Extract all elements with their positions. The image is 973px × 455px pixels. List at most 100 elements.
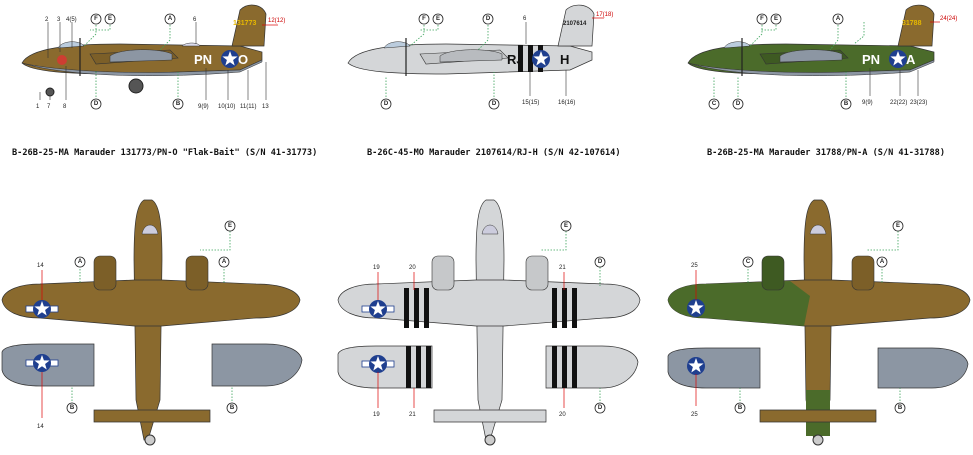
badge-b: B [734, 402, 746, 414]
planform-left: 14 14 E A A B B [1, 199, 303, 446]
badge-e: E [892, 220, 904, 232]
badge-d: D [732, 98, 744, 110]
badge-d: D [90, 98, 102, 110]
badge-f: F [90, 13, 102, 25]
planform-middle: 19 20 21 19 21 20 E D D [337, 199, 641, 446]
caption-right: B-26B-25-MA Marauder 31788/PN-A (S/N 41-… [707, 148, 945, 158]
badge-d: D [594, 256, 606, 268]
svg-text:A: A [78, 259, 83, 265]
badge-e: E [224, 220, 236, 232]
svg-text:B: B [898, 405, 903, 411]
svg-text:6: 6 [523, 16, 527, 22]
svg-text:F: F [94, 16, 98, 22]
planform-left-wing [1, 279, 301, 327]
badge-f: F [418, 13, 430, 25]
badge-a: A [218, 256, 230, 268]
profile-left-code-right: O [238, 52, 248, 67]
svg-text:D: D [598, 405, 603, 411]
badge-b: B [66, 402, 78, 414]
badge-a: A [74, 256, 86, 268]
caption-middle: B-26C-45-MO Marauder 2107614/RJ-H (S/N 4… [367, 148, 621, 158]
svg-text:6: 6 [193, 17, 197, 23]
profile-left-callouts: 1 2 3 4(5) 6 7 8 9(9) 10(10) 11(11) 12(1… [36, 17, 285, 110]
svg-text:15(15): 15(15) [522, 100, 539, 106]
svg-text:21: 21 [559, 265, 566, 271]
svg-text:E: E [228, 223, 232, 229]
profile-right-code-right: A [906, 52, 916, 67]
planform-right-underside-insignia [687, 357, 705, 375]
svg-text:3: 3 [57, 17, 61, 23]
profile-right-code-left: PN [862, 52, 880, 67]
svg-text:20: 20 [409, 265, 416, 271]
planform-left-callout-lines [41, 228, 233, 418]
svg-text:12(12): 12(12) [268, 18, 285, 24]
badge-f: F [756, 13, 768, 25]
badge-a: A [832, 13, 844, 25]
caption-left: B-26B-25-MA Marauder 131773/PN-O "Flak-B… [12, 148, 318, 158]
badge-b: B [840, 98, 852, 110]
svg-text:4(5): 4(5) [66, 17, 77, 23]
svg-text:B: B [844, 101, 849, 107]
profile-left-tail-fin [231, 4, 267, 47]
planform-right-underside-wing-right [877, 347, 969, 389]
badge-e: E [432, 13, 444, 25]
profile-right-insignia [889, 50, 907, 68]
profile-left-badges: F E A D B [90, 13, 184, 110]
badge-d: D [482, 13, 494, 25]
planform-right-callouts: 25 25 [691, 263, 698, 418]
profile-left-code-left: PN [194, 52, 212, 67]
svg-text:B: B [70, 405, 75, 411]
profile-middle-callouts: 6 15(15) 16(16) 17(18) [522, 12, 613, 106]
profile-right-callout-lines [713, 21, 940, 100]
profile-middle-callout-lines [385, 17, 604, 100]
svg-text:C: C [746, 259, 751, 265]
badge-d: D [488, 98, 500, 110]
svg-text:D: D [736, 101, 741, 107]
profile-middle-tail-fin [557, 4, 595, 47]
profile-right: 31788 PN A 9(9) 22(22) 23(23) 24(24) [687, 4, 957, 110]
badge-e: E [104, 13, 116, 25]
planform-right-callout-lines [695, 228, 901, 406]
svg-text:E: E [108, 16, 112, 22]
svg-text:C: C [712, 101, 717, 107]
badge-d: D [380, 98, 392, 110]
svg-text:7: 7 [47, 104, 51, 110]
svg-text:A: A [222, 259, 227, 265]
svg-text:25: 25 [691, 263, 698, 269]
badge-a: A [164, 13, 176, 25]
svg-text:9(9): 9(9) [862, 100, 873, 106]
badge-b: B [172, 98, 184, 110]
badge-d: D [594, 402, 606, 414]
svg-text:14: 14 [37, 263, 44, 269]
badge-b: B [226, 402, 238, 414]
profile-middle-code-left: RJ [507, 52, 524, 67]
badge-c: C [742, 256, 754, 268]
planform-right: 25 25 E C A B B [667, 199, 971, 446]
svg-text:B: B [738, 405, 743, 411]
svg-text:E: E [436, 16, 440, 22]
planform-right-insignia [687, 299, 705, 317]
svg-text:D: D [598, 259, 603, 265]
badge-b: B [894, 402, 906, 414]
profile-middle: 2107614 RJ H 6 15(15) 16(16) 17(18) [347, 4, 613, 110]
svg-text:17(18): 17(18) [596, 12, 613, 18]
svg-text:19: 19 [373, 265, 380, 271]
svg-text:21: 21 [409, 412, 416, 418]
badge-e: E [770, 13, 782, 25]
svg-text:9(9): 9(9) [198, 104, 209, 110]
svg-text:8: 8 [63, 104, 67, 110]
svg-text:23(23): 23(23) [910, 100, 927, 106]
badge-a: A [876, 256, 888, 268]
planform-right-underside-wing-left [667, 347, 761, 389]
planform-right-badges: E C A B B [734, 220, 906, 414]
svg-text:19: 19 [373, 412, 380, 418]
svg-text:D: D [486, 16, 491, 22]
svg-text:2: 2 [45, 17, 49, 23]
svg-text:B: B [230, 405, 235, 411]
svg-text:1: 1 [36, 104, 40, 110]
svg-text:F: F [760, 16, 764, 22]
svg-text:E: E [774, 16, 778, 22]
svg-text:E: E [896, 223, 900, 229]
profile-right-tail-serial: 31788 [902, 20, 922, 27]
